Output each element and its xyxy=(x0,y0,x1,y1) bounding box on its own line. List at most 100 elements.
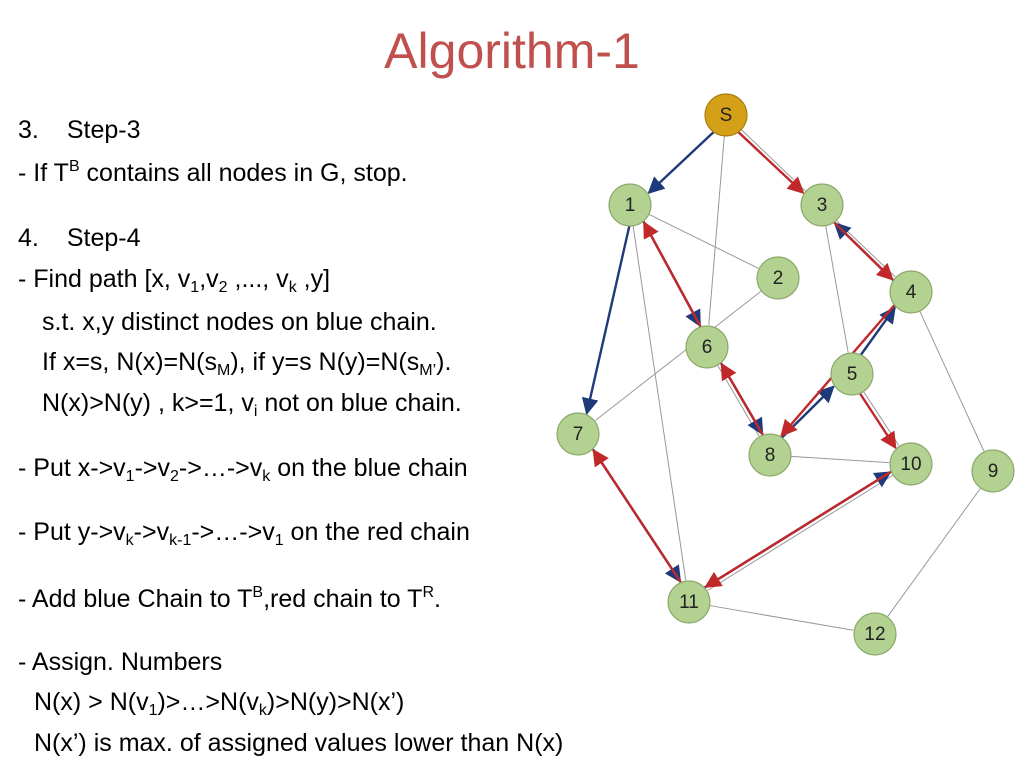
order-c: )>N(y)>N(x’) xyxy=(266,688,405,716)
node-10: 10 xyxy=(889,442,933,486)
find-b: ,v xyxy=(199,265,219,293)
node-12: 12 xyxy=(853,612,897,656)
order-line: N(x) > N(v1)>…>N(vk)>N(y)>N(x’) xyxy=(34,690,404,719)
node-label-10: 10 xyxy=(900,454,921,475)
edge-gray-11-12 xyxy=(709,605,854,631)
edge-blue-5-4 xyxy=(860,306,896,356)
puty-sub1: 1 xyxy=(274,532,284,549)
node-label-3: 3 xyxy=(817,195,828,216)
node-circle-11 xyxy=(667,580,711,624)
order-a: N(x) > N(v xyxy=(34,688,149,716)
node-S: S xyxy=(704,93,748,137)
stop-sup: B xyxy=(68,158,80,175)
edge-gray-3-5 xyxy=(825,225,849,353)
edge-blue-1-7 xyxy=(581,226,631,416)
node-9: 9 xyxy=(971,449,1015,493)
node-1: 1 xyxy=(608,183,652,227)
node-label-8: 8 xyxy=(765,445,776,466)
puty-subk1: k-1 xyxy=(169,532,192,549)
edge-gray-2-7 xyxy=(595,290,762,421)
node-circle-7 xyxy=(556,412,600,456)
node-label-12: 12 xyxy=(864,624,885,645)
node-label-S: S xyxy=(720,105,733,126)
edge-gray-S-6 xyxy=(708,135,725,326)
node-label-6: 6 xyxy=(702,337,713,358)
stop-text-b: contains all nodes in G, stop. xyxy=(79,159,408,187)
add-chain-line: - Add blue Chain to TB,red chain to TR. xyxy=(18,585,441,612)
node-circle-6 xyxy=(685,325,729,369)
putx-b: ->v xyxy=(134,454,171,482)
stop-condition-line: - If TB contains all nodes in G, stop. xyxy=(18,159,408,186)
putx-a: - Put x->v xyxy=(18,454,126,482)
puty-c: ->…->v xyxy=(191,518,275,546)
node-label-11: 11 xyxy=(679,592,699,613)
node-3: 3 xyxy=(800,183,844,227)
node-2: 2 xyxy=(756,256,800,300)
assign-line: - Assign. Numbers xyxy=(18,648,223,676)
step4-label: Step-4 xyxy=(66,224,141,252)
edge-red-3-4 xyxy=(833,221,894,281)
add-c: . xyxy=(434,585,441,613)
edge-blue-8-5 xyxy=(781,385,835,439)
edge-red-11-7 xyxy=(592,448,682,583)
node-label-5: 5 xyxy=(847,364,858,385)
add-a: - Add blue Chain to T xyxy=(18,585,253,613)
puty-subk: k xyxy=(125,532,134,549)
step3-label: Step-3 xyxy=(66,116,141,144)
putx-sub1: 1 xyxy=(125,468,135,485)
node-label-2: 2 xyxy=(773,268,784,289)
find-sub2: 2 xyxy=(218,279,228,296)
edge-red-8-6 xyxy=(720,362,764,436)
edge-red-S-3 xyxy=(737,131,805,195)
ifx-sub1: M xyxy=(217,362,231,379)
puty-d: on the red chain xyxy=(283,518,470,546)
node-circle-5 xyxy=(830,352,874,396)
edge-gray-8-10 xyxy=(790,455,890,464)
node-5: 5 xyxy=(830,352,874,396)
step4-line: 4. Step-4 xyxy=(18,226,141,251)
if-x-line: If x=s, N(x)=N(sM), if y=s N(y)=N(sM’). xyxy=(42,350,451,379)
order-sub1: 1 xyxy=(148,702,158,719)
node-label-4: 4 xyxy=(906,282,917,303)
putx-subk: k xyxy=(262,468,271,485)
putx-sub2: 2 xyxy=(170,468,179,485)
node-6: 6 xyxy=(685,325,729,369)
find-a: - Find path [x, v xyxy=(18,265,191,293)
step3-number: 3. xyxy=(18,116,39,144)
node-11: 11 xyxy=(667,580,711,624)
find-c: ,..., v xyxy=(227,265,289,293)
add-b: ,red chain to T xyxy=(263,585,423,613)
put-y-line: - Put y->vk->vk-1->…->v1 on the red chai… xyxy=(18,520,470,549)
edge-blue-S-1 xyxy=(647,131,715,195)
putx-c: ->…->v xyxy=(178,454,263,482)
edge-gray-10-11 xyxy=(707,474,894,591)
node-circle-9 xyxy=(971,449,1015,493)
find-subk: k xyxy=(288,279,297,296)
put-x-line: - Put x->v1->v2->…->vk on the blue chain xyxy=(18,456,468,485)
node-circle-3 xyxy=(800,183,844,227)
such-that-line: s.t. x,y distinct nodes on blue chain. xyxy=(42,308,437,336)
edge-red-5-10 xyxy=(859,393,897,450)
find-d: ,y] xyxy=(296,265,331,293)
node-label-1: 1 xyxy=(625,195,636,216)
node-7: 7 xyxy=(556,412,600,456)
node-circle-1 xyxy=(608,183,652,227)
node-circle-8 xyxy=(748,433,792,477)
puty-b: ->v xyxy=(133,518,170,546)
node-circle-2 xyxy=(756,256,800,300)
node-4: 4 xyxy=(889,270,933,314)
node-circle-12 xyxy=(853,612,897,656)
putx-d: on the blue chain xyxy=(270,454,468,482)
edge-red-6-1 xyxy=(642,220,702,328)
find-sub1: 1 xyxy=(190,279,200,296)
nxny-b: not on blue chain. xyxy=(257,389,462,417)
node-circle-10 xyxy=(889,442,933,486)
ifx-b: ), if y=s N(y)=N(s xyxy=(230,348,420,376)
step4-number: 4. xyxy=(18,224,39,252)
node-label-7: 7 xyxy=(573,424,584,445)
edges-layer xyxy=(581,129,985,631)
edge-gray-1-2 xyxy=(648,213,759,269)
node-circle-4 xyxy=(889,270,933,314)
